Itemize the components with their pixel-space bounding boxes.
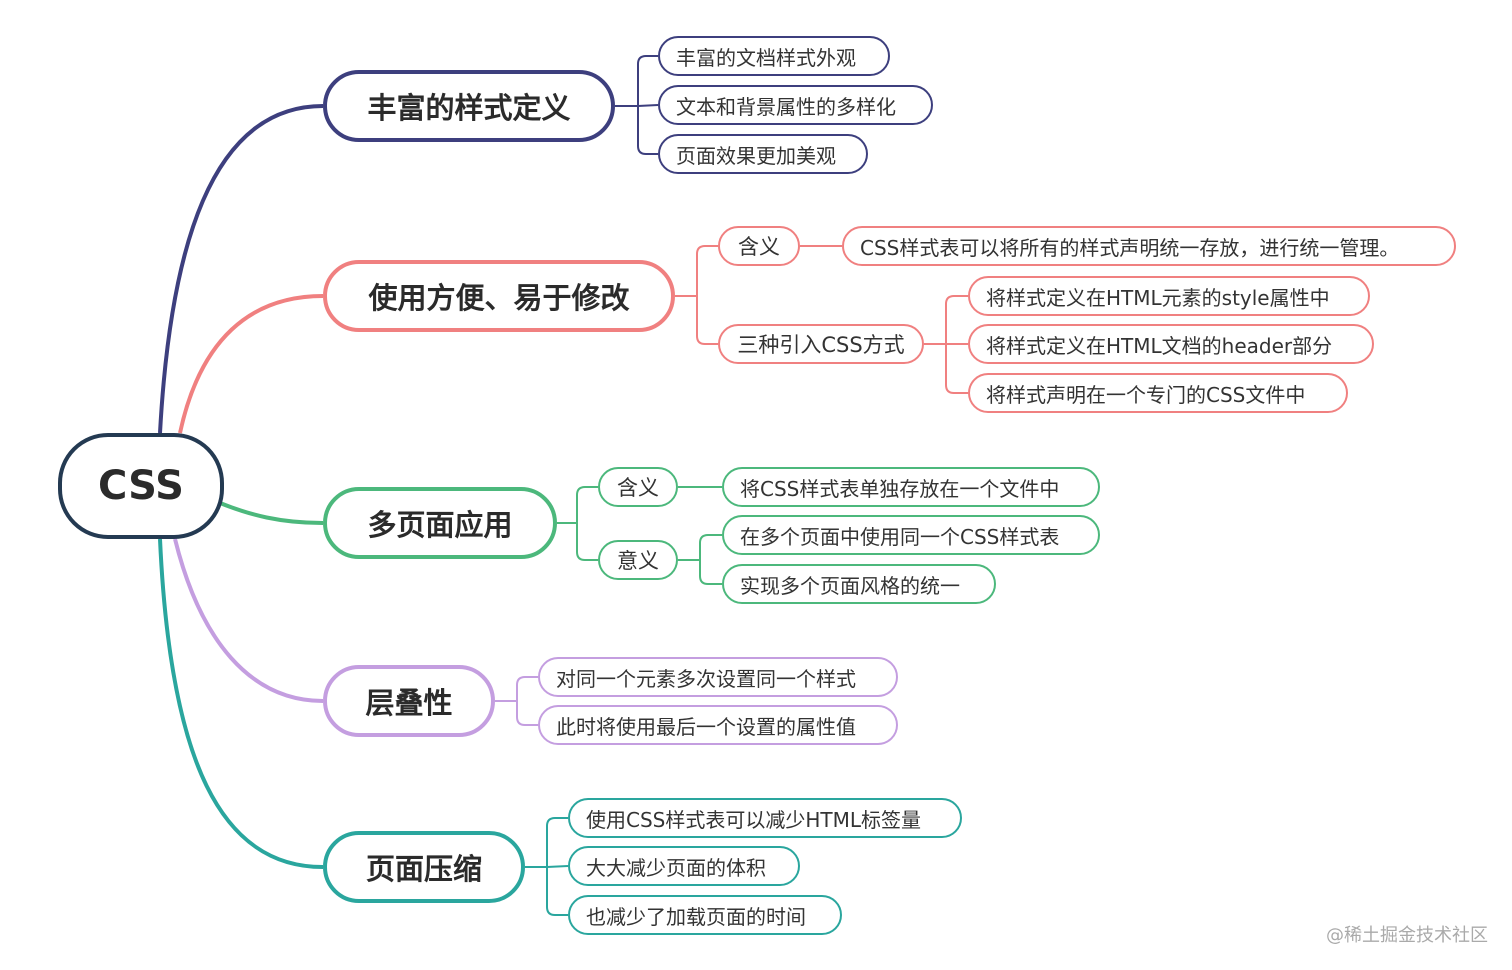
root-node-css[interactable]: CSS [58, 433, 224, 539]
branch-easy-to-use-modify[interactable]: 使用方便、易于修改 [323, 260, 675, 332]
leaf-shared-css-across-pages[interactable]: 在多个页面中使用同一个CSS样式表 [722, 515, 1100, 555]
link-b2-methods-child-2 [945, 344, 968, 394]
sub-meaning-easy[interactable]: 含义 [718, 226, 800, 266]
leaf-css-unified-management[interactable]: CSS样式表可以将所有的样式声明统一存放，进行统一管理。 [842, 226, 1456, 266]
link-root-branch2 [178, 294, 324, 434]
leaf-style-attribute[interactable]: 将样式定义在HTML元素的style属性中 [968, 276, 1370, 316]
link-b1-child-0 [637, 55, 658, 106]
leaf-text-background-diversity[interactable]: 文本和背景属性的多样化 [658, 85, 933, 125]
link-root-branch5 [158, 538, 324, 869]
link-root-branch1 [158, 104, 324, 434]
leaf-separate-css-file[interactable]: 将样式声明在一个专门的CSS文件中 [968, 373, 1348, 413]
leaf-unified-page-style[interactable]: 实现多个页面风格的统一 [722, 564, 996, 604]
leaf-rich-document-style[interactable]: 丰富的文档样式外观 [658, 36, 890, 76]
leaf-header-section[interactable]: 将样式定义在HTML文档的header部分 [968, 324, 1374, 364]
link-b1-child-2 [637, 106, 658, 155]
branch-cascading[interactable]: 层叠性 [323, 665, 495, 737]
branch-page-compression[interactable]: 页面压缩 [323, 831, 525, 903]
sub-significance[interactable]: 意义 [598, 540, 678, 580]
link-b5-child-2 [546, 867, 568, 916]
link-b4-child-1 [516, 701, 538, 726]
leaf-css-stored-in-file[interactable]: 将CSS样式表单独存放在一个文件中 [722, 467, 1100, 507]
leaf-reduce-html-tags[interactable]: 使用CSS样式表可以减少HTML标签量 [568, 798, 962, 838]
link-b2-child-0 [696, 245, 718, 296]
leaf-last-value-used[interactable]: 此时将使用最后一个设置的属性值 [538, 705, 898, 745]
link-b2-child-1 [696, 296, 718, 345]
watermark: @稀土掘金技术社区 [1326, 925, 1488, 946]
link-b1-child-1 [637, 104, 659, 107]
link-b3-child-0 [576, 486, 598, 523]
link-root-branch3 [219, 501, 324, 525]
link-b2-methods-child-0 [945, 295, 968, 344]
link-b5-child-1 [546, 865, 569, 868]
link-b3-significance-child-0 [699, 534, 722, 560]
branch-rich-style-definition[interactable]: 丰富的样式定义 [323, 70, 615, 142]
leaf-page-effect-beautiful[interactable]: 页面效果更加美观 [658, 134, 868, 174]
sub-three-ways-import-css[interactable]: 三种引入CSS方式 [718, 324, 924, 364]
branch-multi-page-application[interactable]: 多页面应用 [323, 487, 557, 559]
link-b3-significance-child-1 [699, 560, 722, 585]
link-b3-child-1 [576, 523, 598, 561]
link-b4-child-0 [516, 676, 538, 701]
leaf-set-same-style-multiple-times[interactable]: 对同一个元素多次设置同一个样式 [538, 657, 898, 697]
link-b5-child-0 [546, 817, 568, 867]
leaf-reduce-page-size[interactable]: 大大减少页面的体积 [568, 846, 800, 886]
link-root-branch4 [173, 538, 324, 703]
sub-meaning-multipage[interactable]: 含义 [598, 467, 678, 507]
leaf-reduce-load-time[interactable]: 也减少了加载页面的时间 [568, 895, 842, 935]
